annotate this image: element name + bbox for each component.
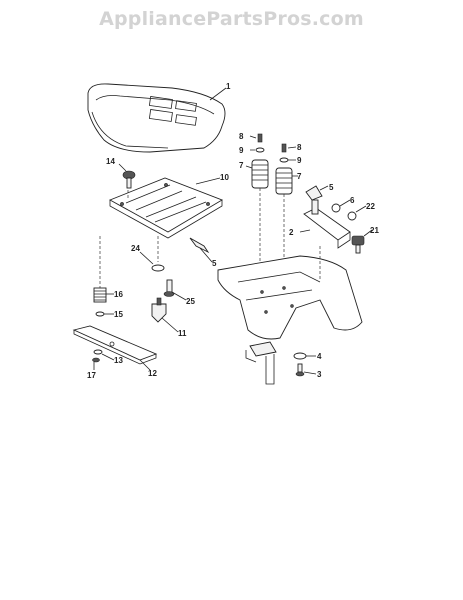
callout-8-right: 8 (297, 143, 302, 152)
plate-part-12[interactable] (72, 325, 158, 371)
callout-3: 3 (317, 370, 322, 379)
callout-10: 10 (220, 173, 229, 182)
nut-part-6[interactable] (331, 199, 351, 213)
callout-14: 14 (106, 157, 115, 166)
nut-part-17[interactable] (92, 357, 100, 370)
callout-12: 12 (148, 369, 157, 378)
nut-part-13[interactable] (93, 349, 115, 361)
spring-stack-right[interactable] (275, 143, 298, 280)
callout-4: 4 (317, 352, 322, 361)
seat-lever-part[interactable] (189, 237, 213, 263)
hinge-bracket-part-2[interactable] (299, 199, 351, 249)
callout-2: 2 (289, 228, 294, 237)
bolt-part-3[interactable] (295, 363, 317, 377)
callout-9-right: 9 (297, 156, 302, 165)
washer-part-15[interactable] (95, 311, 114, 317)
callout-5-right: 5 (329, 183, 334, 192)
bolt-part-25[interactable] (163, 279, 187, 301)
bracket-part-11[interactable] (151, 297, 179, 333)
seat-pan-part[interactable] (108, 177, 224, 239)
bolt-part-21[interactable] (351, 229, 373, 254)
spring-stack-left[interactable] (245, 133, 269, 298)
callout-11: 11 (178, 329, 187, 338)
seat-part[interactable] (87, 83, 227, 153)
fender-part (217, 246, 363, 340)
callout-17: 17 (87, 371, 96, 380)
support-post (245, 341, 277, 385)
washer-part-4[interactable] (293, 352, 316, 360)
callout-5-left: 5 (212, 259, 217, 268)
callout-15: 15 (114, 310, 123, 319)
callout-8-left: 8 (239, 132, 244, 141)
callout-6: 6 (350, 196, 355, 205)
callout-7-right: 7 (297, 172, 302, 181)
callout-7-left: 7 (239, 161, 244, 170)
callout-25: 25 (186, 297, 195, 306)
washer-part-24[interactable] (139, 251, 165, 272)
callout-24: 24 (131, 244, 140, 253)
knob-part-5[interactable] (305, 185, 329, 201)
callout-9-left: 9 (239, 146, 244, 155)
callout-21: 21 (370, 226, 379, 235)
callout-13: 13 (114, 356, 123, 365)
callout-16: 16 (114, 290, 123, 299)
nut-part-22[interactable] (347, 205, 367, 221)
spring-part-16[interactable] (93, 287, 114, 303)
knob-part[interactable] (118, 163, 136, 189)
callout-22: 22 (366, 202, 375, 211)
callout-1: 1 (226, 82, 231, 91)
watermark-text: AppliancePartsPros.com (99, 8, 364, 30)
